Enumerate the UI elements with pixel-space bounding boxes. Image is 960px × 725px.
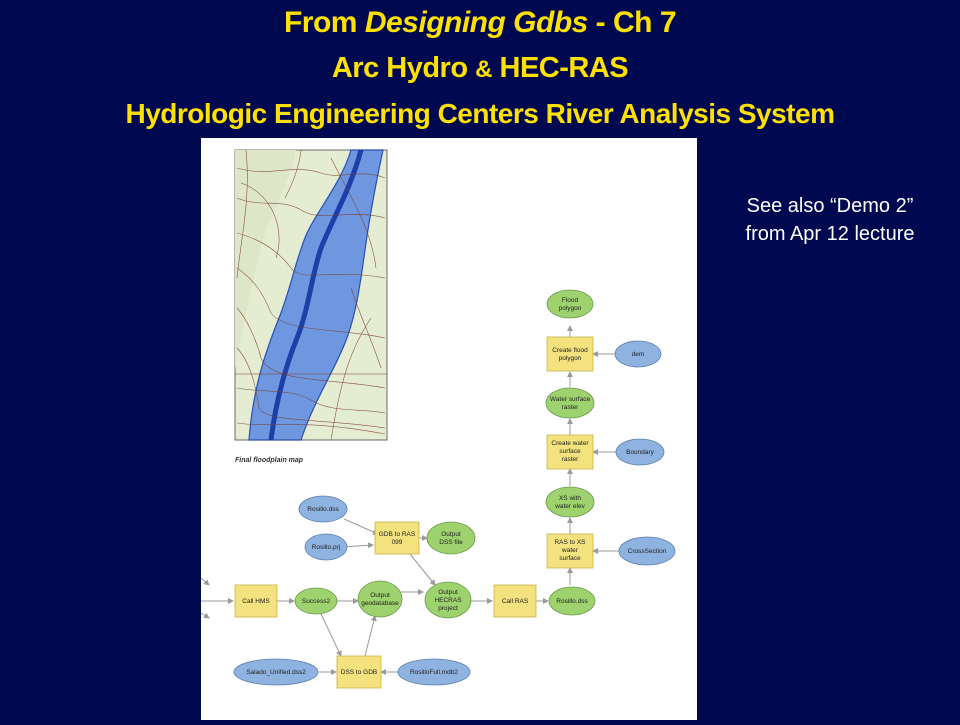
node-salado-unified: [233, 658, 319, 686]
node-salado-unified-label: Salado_Unified.dss2: [246, 669, 306, 676]
node-xs-with-water-elev: [545, 486, 595, 518]
node-create-flood-polygon: [546, 336, 594, 372]
map-caption: Final floodplain map: [235, 457, 304, 464]
node-rosillofull-label: RosilloFull.mdb2: [410, 669, 458, 676]
node-output-hecras-project-label-2: HECRAS: [434, 597, 462, 604]
arrow-gdb-to-hecras: [409, 553, 436, 586]
title-ampersand: &: [475, 56, 492, 83]
node-rosillo-dss-top-label: Rosillo.dss: [307, 506, 339, 513]
node-create-water-surface-raster: [546, 434, 594, 470]
node-call-hms: [234, 584, 278, 618]
node-flood-polygon-label-2: polygon: [559, 305, 582, 312]
title-arc-hydro: Arc Hydro: [331, 52, 476, 84]
title-line-3: Hydrologic Engineering Centers River Ana…: [125, 98, 835, 129]
side-note-line-1: See also “Demo 2”: [746, 195, 914, 217]
node-xs-with-water-elev-label-2: water elev: [554, 503, 585, 510]
node-dem-label: dem: [632, 351, 645, 358]
node-call-hms-label: Call HMS: [242, 598, 270, 605]
node-call-ras: [493, 584, 537, 618]
node-water-surface-raster-label-2: raster: [562, 404, 579, 411]
node-output-geodatabase: [357, 580, 403, 618]
node-rosillo-prj: [304, 533, 348, 561]
title-line-1-prefix: From: [283, 6, 365, 39]
node-output-dss-file-label-2: DSS file: [439, 539, 463, 546]
node-gdb-to-ras-label-2: 099: [392, 539, 403, 546]
node-flood-polygon-label-1: Flood: [562, 297, 579, 304]
node-output-geodatabase-label-2: geodatabase: [361, 600, 399, 607]
book-title: Designing Gdbs: [364, 6, 589, 39]
node-dem: [614, 340, 662, 368]
node-rosillofull: [397, 658, 471, 686]
node-flood-polygon: [546, 289, 594, 319]
node-ras-to-xs: [546, 533, 594, 569]
arrow-dssgdb-to-geodb: [364, 615, 377, 657]
title-line-1: From Designing Gdbs - Ch 7: [0, 6, 960, 40]
title-line-1-suffix: - Ch 7: [587, 6, 677, 39]
node-output-dss-file-label-1: Output: [441, 531, 461, 538]
node-gdb-to-ras: [374, 521, 420, 555]
node-crosssection-label: CrossSection: [628, 548, 667, 555]
node-success2-label: Success2: [302, 598, 331, 605]
node-water-surface-raster: [545, 387, 595, 419]
node-ras-to-xs-label-2: water: [561, 547, 579, 554]
node-rosillo-dss-right: [548, 586, 596, 616]
node-create-flood-polygon-label-2: polygon: [559, 355, 582, 362]
node-output-geodatabase-label-1: Output: [370, 592, 390, 599]
arrow-offpage-bottom: [200, 612, 210, 619]
node-dss-to-gdb: [336, 655, 382, 689]
node-output-hecras-project-label-3: project: [438, 605, 458, 612]
node-rosillo-dss-right-label: Rosillo.dss: [556, 598, 588, 605]
node-crosssection: [618, 536, 676, 566]
node-ras-to-xs-label-3: surface: [559, 555, 581, 562]
node-rosillo-prj-label: Rosillo.prj: [312, 544, 341, 551]
node-create-flood-polygon-label-1: Create flood: [552, 347, 588, 354]
node-create-water-surface-raster-label-3: raster: [562, 456, 579, 463]
node-water-surface-raster-label-1: Water surface: [550, 396, 591, 403]
title-line-2: Arc Hydro & HEC-RAS: [0, 52, 960, 85]
arrow-success-to-dssgdb: [320, 613, 342, 657]
node-output-hecras-project-label-1: Output: [438, 589, 458, 596]
side-note: See also “Demo 2” from Apr 12 lecture: [705, 192, 955, 248]
connector-group: [200, 325, 619, 675]
node-xs-with-water-elev-label-1: XS with: [559, 495, 581, 502]
node-rosillo-dss-top: [298, 495, 348, 523]
node-dss-to-gdb-label: DSS to GDB: [341, 669, 377, 676]
node-success2: [294, 587, 338, 615]
node-create-water-surface-raster-label-2: surface: [559, 448, 581, 455]
node-call-ras-label: Call RAS: [502, 598, 529, 605]
node-output-dss-file: [426, 521, 476, 555]
floodplain-map: [234, 149, 388, 441]
arrow-rosillodss-to-gdb: [343, 518, 379, 535]
side-note-line-2: from Apr 12 lecture: [745, 223, 915, 245]
node-create-water-surface-raster-label-1: Create water: [551, 440, 589, 447]
node-boundary: [615, 438, 665, 466]
node-gdb-to-ras-label-1: GDB to RAS: [379, 531, 416, 538]
node-boundary-label: Boundary: [626, 449, 655, 456]
node-ras-to-xs-label-1: RAS to XS: [554, 539, 586, 546]
title-hec-ras: HEC-RAS: [491, 52, 629, 84]
node-output-hecras-project: [424, 581, 472, 619]
arrow-offpage-top: [200, 577, 210, 586]
